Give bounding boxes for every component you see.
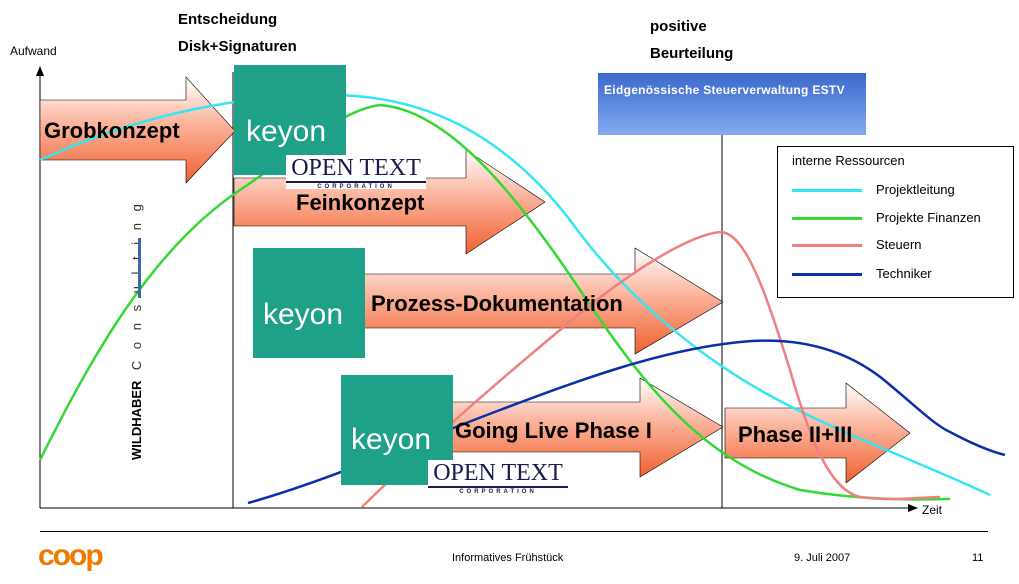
footer-page-number: 11	[972, 552, 984, 564]
annotation-disk-signaturen: Disk+Signaturen	[178, 38, 297, 55]
opentext-logo-1: OPEN TEXT CORPORATION	[286, 155, 426, 190]
annotation-positive: positive	[650, 18, 707, 35]
legend-label-steuern: Steuern	[876, 237, 922, 252]
opentext-logo-1-sub: CORPORATION	[317, 184, 395, 190]
wildhaber-logo-bold: WILDHABER	[129, 380, 144, 460]
curve-steuern	[361, 230, 941, 508]
keyon-logo-3-text: keyon	[351, 423, 432, 456]
phase-label-phase-2-3: Phase II+III	[738, 422, 853, 447]
legend-label-techniker: Techniker	[876, 266, 932, 281]
phase-label-feinkonzept: Feinkonzept	[296, 190, 425, 215]
footer-date: 9. Juli 2007	[794, 552, 851, 564]
annotation-beurteilung: Beurteilung	[650, 45, 734, 62]
footer-title: Informatives Frühstück	[452, 552, 564, 564]
arrow-grobkonzept	[39, 76, 236, 184]
legend-item-techniker: Techniker	[778, 265, 1013, 283]
y-axis-label: Aufwand	[10, 44, 57, 58]
opentext-logo-2-text: OPEN TEXT	[428, 460, 568, 488]
legend-swatch-steuern	[792, 244, 862, 247]
estv-banner: Eidgenössische Steuerverwaltung ESTV	[598, 73, 866, 135]
opentext-logo-2-sub: CORPORATION	[459, 489, 537, 495]
keyon-logo-1-text: keyon	[246, 115, 327, 148]
keyon-logo-2: keyon	[253, 248, 365, 358]
coop-logo: coop	[38, 539, 104, 572]
legend-title: interne Ressourcen	[792, 153, 905, 168]
legend-item-steuern: Steuern	[778, 236, 1013, 254]
arrow-feinkonzept	[233, 149, 546, 255]
footer-rule	[40, 531, 988, 532]
curve-projekte-finanzen	[38, 103, 951, 501]
legend-swatch-projekte-finanzen	[792, 217, 862, 220]
legend-label-projektleitung: Projektleitung	[876, 182, 955, 197]
phase-label-going-live: Going Live Phase I	[455, 418, 652, 443]
wildhaber-logo-bar	[138, 238, 141, 298]
legend-label-projekte-finanzen: Projekte Finanzen	[876, 210, 981, 225]
arrow-phase-2-3	[724, 382, 911, 484]
opentext-logo-1-text: OPEN TEXT	[286, 155, 426, 183]
estv-banner-text: Eidgenössische Steuerverwaltung ESTV	[604, 83, 845, 97]
phase-label-prozess: Prozess-Dokumentation	[371, 291, 623, 316]
x-axis-label: Zeit	[922, 503, 943, 517]
y-axis-arrowhead	[36, 66, 44, 76]
legend: interne Ressourcen Projektleitung Projek…	[777, 146, 1014, 298]
keyon-logo-2-text: keyon	[263, 298, 344, 331]
legend-item-projektleitung: Projektleitung	[778, 181, 1013, 199]
annotation-entscheidung: Entscheidung	[178, 11, 278, 28]
legend-swatch-techniker	[792, 273, 862, 276]
legend-item-projekte-finanzen: Projekte Finanzen	[778, 209, 1013, 227]
opentext-logo-2: OPEN TEXT CORPORATION	[428, 460, 568, 495]
x-axis-arrowhead	[908, 504, 918, 512]
legend-swatch-projektleitung	[792, 189, 862, 192]
wildhaber-logo-light: C o n s u l t i n g	[129, 200, 144, 371]
phase-label-grobkonzept: Grobkonzept	[44, 118, 180, 143]
